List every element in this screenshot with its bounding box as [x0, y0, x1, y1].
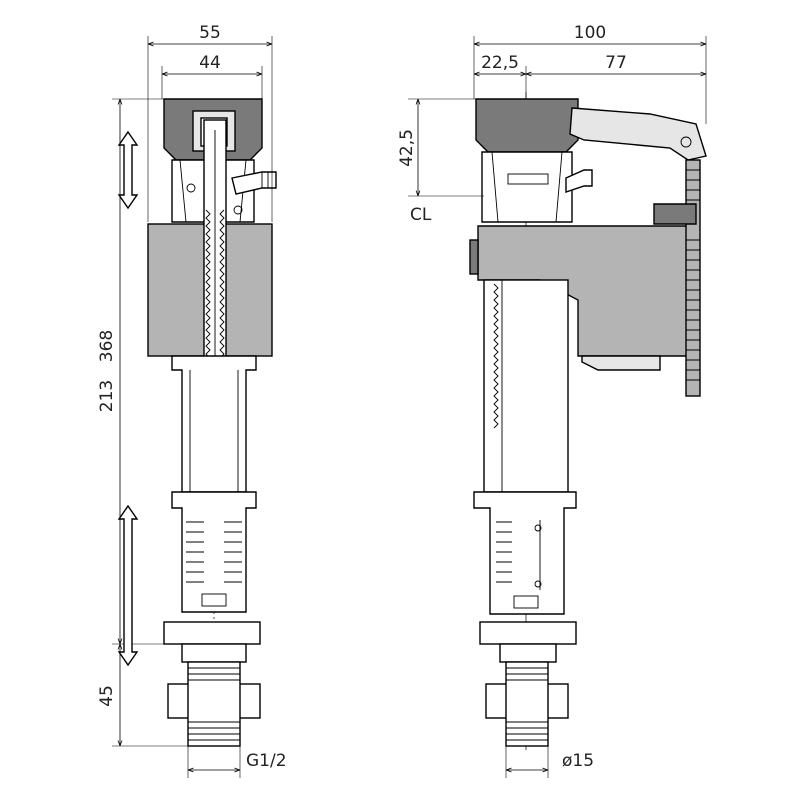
front-lower-tube	[171, 355, 257, 493]
dim-height-mid: 213	[97, 380, 117, 412]
dim-thread: G1/2	[246, 751, 287, 771]
dim-side-diameter: ø15	[562, 751, 594, 771]
side-thread	[505, 661, 549, 747]
label-cl: CL	[410, 205, 432, 225]
dim-side-width-overall: 100	[574, 23, 606, 43]
side-lever-arm	[569, 107, 707, 161]
front-view: 55 44 368 213 45 G1/2	[97, 23, 287, 778]
dim-width-overall: 55	[199, 23, 221, 43]
front-flange	[163, 621, 261, 645]
dim-side-offset-right: 77	[605, 53, 627, 73]
side-top-cap	[475, 98, 579, 153]
front-thread	[187, 661, 241, 747]
adjust-arrow-top	[117, 130, 139, 210]
dim-side-offset-left: 22,5	[481, 53, 519, 73]
adjust-arrow-bottom	[117, 504, 139, 667]
side-telescopic-shank	[473, 491, 577, 615]
side-float-ladder	[685, 159, 701, 397]
side-main-tube	[483, 279, 569, 493]
dim-side-height-top: 42,5	[397, 129, 417, 167]
dim-width-inner: 44	[199, 53, 221, 73]
side-flange	[479, 621, 577, 645]
side-view: 100 22,5 77 42,5 CL ø15	[397, 23, 707, 778]
dim-height-total: 368	[97, 330, 117, 362]
dim-height-base: 45	[97, 685, 117, 707]
